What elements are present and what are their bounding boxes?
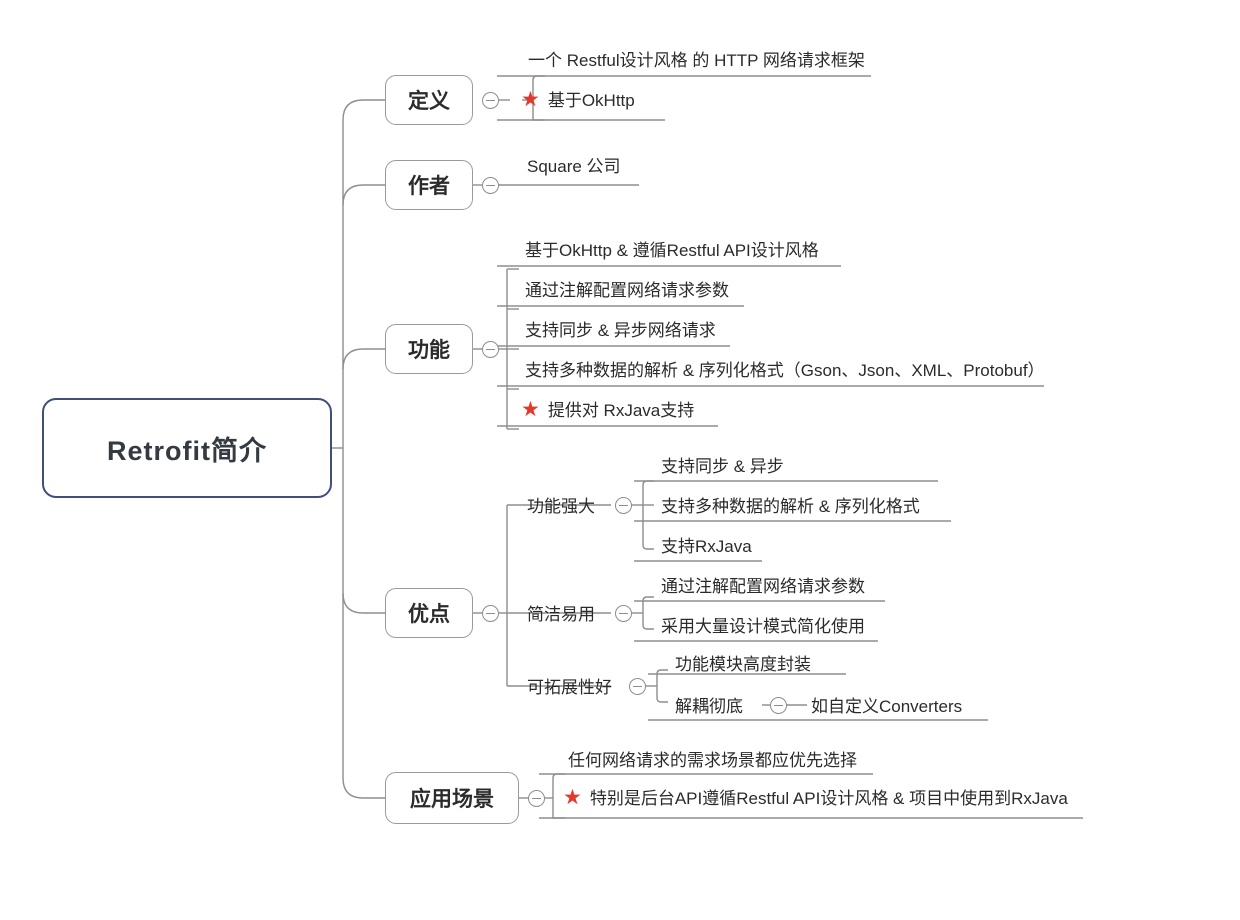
root-node[interactable]: Retrofit简介 xyxy=(42,398,332,498)
leaf-features-5[interactable]: ★ 提供对 RxJava支持 xyxy=(521,398,695,421)
branch-node-advantages[interactable]: 优点 xyxy=(385,588,473,638)
leaf-text: 任何网络请求的需求场景都应优先选择 xyxy=(568,751,857,770)
leaf-decoupling-detail[interactable]: 如自定义Converters xyxy=(811,698,962,715)
leaf-powerful-3[interactable]: 支持RxJava xyxy=(661,538,752,555)
leaf-text: 支持RxJava xyxy=(661,537,752,556)
leaf-features-2[interactable]: 通过注解配置网络请求参数 xyxy=(525,282,729,299)
leaf-text: 解耦彻底 xyxy=(675,697,743,716)
branch-node-author[interactable]: 作者 xyxy=(385,160,473,210)
leaf-text: 支持同步 & 异步网络请求 xyxy=(525,321,716,340)
leaf-text: 功能模块高度封装 xyxy=(675,655,811,674)
subbranch-simple[interactable]: 简洁易用 xyxy=(527,605,595,624)
leaf-text: 基于OkHttp xyxy=(547,91,635,110)
leaf-text: 提供对 RxJava支持 xyxy=(547,401,695,420)
leaf-text: Square 公司 xyxy=(527,157,621,176)
collapse-toggle-extensible-icon[interactable] xyxy=(629,678,646,695)
leaf-text: 一个 Restful设计风格 的 HTTP 网络请求框架 xyxy=(528,51,865,70)
branch-node-definition[interactable]: 定义 xyxy=(385,75,473,125)
leaf-text: 通过注解配置网络请求参数 xyxy=(661,577,865,596)
leaf-text: 特别是后台API遵循Restful API设计风格 & 项目中使用到RxJava xyxy=(589,789,1068,808)
leaf-powerful-1[interactable]: 支持同步 & 异步 xyxy=(661,458,784,475)
leaf-text: 支持多种数据的解析 & 序列化格式（Gson、Json、XML、Protobuf… xyxy=(525,361,1045,380)
collapse-toggle-use-cases-icon[interactable] xyxy=(528,790,545,807)
collapse-toggle-features-icon[interactable] xyxy=(482,341,499,358)
leaf-text: 采用大量设计模式简化使用 xyxy=(661,617,865,636)
leaf-features-1[interactable]: 基于OkHttp & 遵循Restful API设计风格 xyxy=(525,242,819,259)
collapse-toggle-definition-icon[interactable] xyxy=(482,92,499,109)
branch-node-use-cases[interactable]: 应用场景 xyxy=(385,772,519,824)
collapse-toggle-author-icon[interactable] xyxy=(482,177,499,194)
leaf-use-cases-1[interactable]: 任何网络请求的需求场景都应优先选择 xyxy=(568,752,857,769)
leaf-simple-1[interactable]: 通过注解配置网络请求参数 xyxy=(661,578,865,595)
leaf-use-cases-2[interactable]: ★ 特别是后台API遵循Restful API设计风格 & 项目中使用到RxJa… xyxy=(563,786,1068,809)
leaf-definition-1[interactable]: 一个 Restful设计风格 的 HTTP 网络请求框架 xyxy=(528,52,865,69)
collapse-toggle-advantages-icon[interactable] xyxy=(482,605,499,622)
leaf-definition-2[interactable]: ★ 基于OkHttp xyxy=(521,88,635,111)
leaf-author-1[interactable]: Square 公司 xyxy=(527,158,621,175)
subbranch-powerful[interactable]: 功能强大 xyxy=(527,497,595,516)
leaf-text: 支持多种数据的解析 & 序列化格式 xyxy=(661,497,920,516)
collapse-toggle-simple-icon[interactable] xyxy=(615,605,632,622)
leaf-powerful-2[interactable]: 支持多种数据的解析 & 序列化格式 xyxy=(661,498,920,515)
leaf-features-4[interactable]: 支持多种数据的解析 & 序列化格式（Gson、Json、XML、Protobuf… xyxy=(525,362,1045,379)
leaf-text: 通过注解配置网络请求参数 xyxy=(525,281,729,300)
subbranch-extensible[interactable]: 可拓展性好 xyxy=(527,678,612,697)
collapse-toggle-decoupling-icon[interactable] xyxy=(770,697,787,714)
leaf-features-3[interactable]: 支持同步 & 异步网络请求 xyxy=(525,322,716,339)
leaf-text: 基于OkHttp & 遵循Restful API设计风格 xyxy=(525,241,819,260)
star-icon: ★ xyxy=(521,398,540,421)
leaf-extensible-1[interactable]: 功能模块高度封装 xyxy=(675,656,811,673)
star-icon: ★ xyxy=(521,88,540,111)
leaf-simple-2[interactable]: 采用大量设计模式简化使用 xyxy=(661,618,865,635)
collapse-toggle-powerful-icon[interactable] xyxy=(615,497,632,514)
star-icon: ★ xyxy=(563,786,582,809)
branch-node-features[interactable]: 功能 xyxy=(385,324,473,374)
leaf-extensible-2[interactable]: 解耦彻底 xyxy=(675,698,743,715)
leaf-text: 如自定义Converters xyxy=(811,697,963,716)
leaf-text: 支持同步 & 异步 xyxy=(661,457,784,476)
